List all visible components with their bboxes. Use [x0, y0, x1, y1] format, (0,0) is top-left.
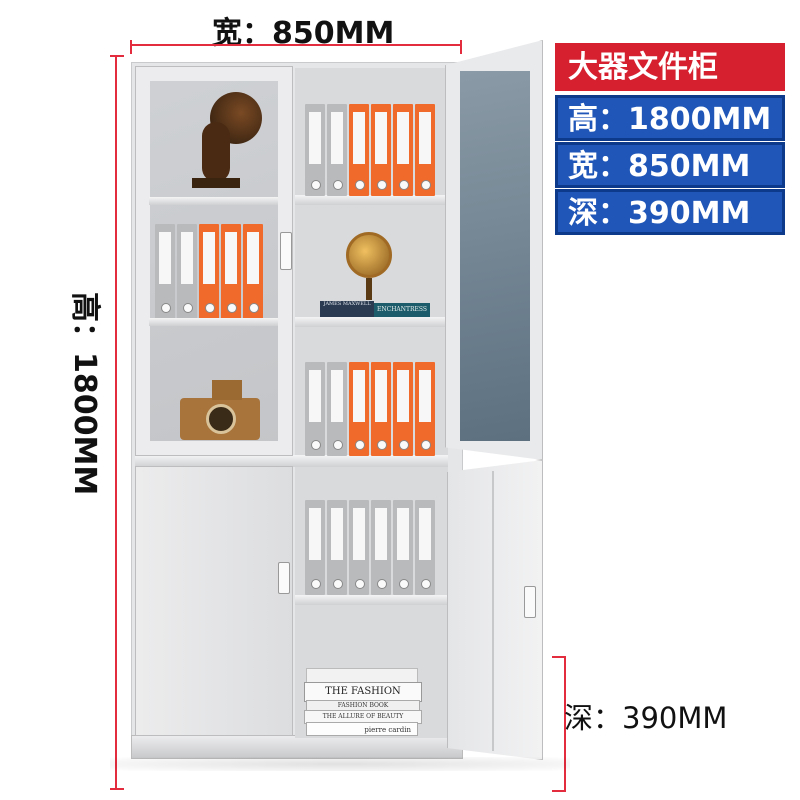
binder — [349, 500, 369, 595]
shelf-3 — [295, 595, 448, 605]
spec-box: 大器文件柜 高：1800MM 宽：850MM 深：390MM — [555, 43, 785, 235]
book-enchantress: ENCHANTRESS — [374, 303, 430, 317]
binder — [199, 224, 219, 319]
book-pierre: pierre cardin — [306, 722, 418, 736]
width-dimension-line — [130, 44, 462, 46]
binder — [349, 362, 369, 456]
binder — [393, 104, 413, 196]
binder — [371, 362, 391, 456]
camera-top — [212, 380, 242, 400]
gramophone-icon — [192, 92, 264, 192]
binder — [155, 224, 175, 319]
shelf-2 — [295, 317, 448, 327]
spec-title: 大器文件柜 — [555, 43, 785, 91]
depth-dimension-line — [564, 656, 566, 792]
binder — [305, 362, 325, 456]
book-title: JAMES MAXWELL — [323, 301, 371, 307]
upper-right-door-open[interactable] — [445, 40, 543, 460]
floor-shadow — [110, 757, 570, 771]
binder — [415, 500, 435, 595]
width-line-right-tick — [460, 40, 462, 54]
globe-stand — [366, 278, 372, 300]
binder — [177, 224, 197, 319]
binder — [221, 224, 241, 319]
depth-line-bottom-tick — [552, 790, 566, 792]
depth-dimension-label: 深：390MM — [564, 701, 728, 735]
binder — [371, 104, 391, 196]
binder — [371, 500, 391, 595]
width-line-left-tick — [130, 40, 132, 54]
depth-line-top-tick — [552, 656, 566, 658]
glass-shelf-1 — [149, 197, 278, 205]
book-title: THE ALLURE OF BEAUTY — [322, 713, 404, 720]
spec-height: 高：1800MM — [555, 95, 785, 141]
spec-depth: 深：390MM — [555, 189, 785, 235]
binder — [327, 104, 347, 196]
binder — [243, 224, 263, 319]
cabinet-base — [131, 735, 463, 759]
camera-icon — [180, 398, 260, 440]
binder — [305, 500, 325, 595]
height-line-bottom-tick — [110, 788, 124, 790]
glass-shelf-2 — [149, 318, 278, 326]
height-line-top-tick — [110, 55, 124, 57]
binder — [349, 104, 369, 196]
spec-width: 宽：850MM — [555, 142, 785, 188]
binder — [305, 104, 325, 196]
book-title: THE FASHION — [325, 686, 401, 697]
shelf-mid — [135, 455, 448, 467]
book-title: pierre cardin — [364, 726, 411, 734]
binder — [415, 104, 435, 196]
book-title: FASHION BOOK — [337, 702, 389, 709]
height-dimension-line — [115, 55, 117, 790]
book-title: ENCHANTRESS — [376, 306, 428, 313]
globe-icon — [346, 232, 392, 278]
binder — [393, 500, 413, 595]
lower-right-door-handle[interactable] — [524, 586, 536, 618]
book-the-fashion: THE FASHION — [304, 682, 422, 702]
height-dimension-label: 高：1800MM — [67, 292, 102, 496]
binder — [393, 362, 413, 456]
shelf-1 — [295, 195, 448, 205]
lower-left-door-handle[interactable] — [278, 562, 290, 594]
binder — [415, 362, 435, 456]
binder — [327, 362, 347, 456]
upper-left-door-handle[interactable] — [280, 232, 292, 270]
lower-left-door[interactable] — [135, 466, 293, 736]
binder — [327, 500, 347, 595]
book-james-maxwell: JAMES MAXWELL — [320, 301, 374, 317]
